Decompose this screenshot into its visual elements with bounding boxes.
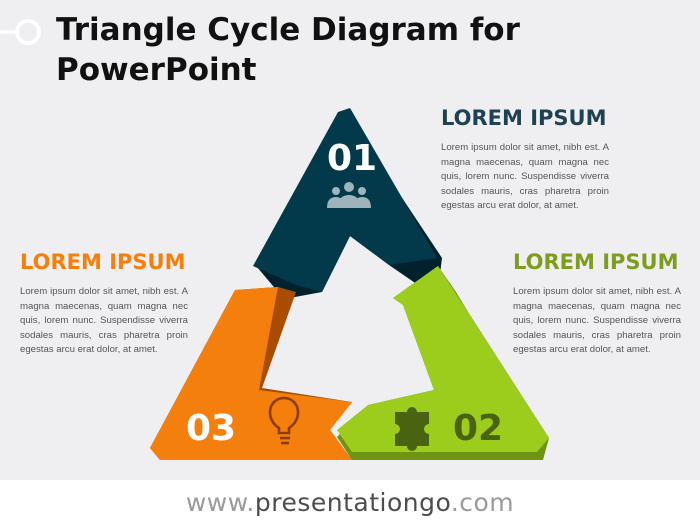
cycle-arrow-03: 03 [150,287,352,460]
step-number-02: 02 [453,408,503,449]
block-text-03: Lorem ipsum dolor sit amet, nibh est. A … [20,286,188,355]
block-heading-01: LOREM IPSUM [441,106,607,130]
block-heading-03: LOREM IPSUM [20,250,186,274]
footer-domain: presentationgo [254,488,451,517]
cycle-arrow-01: 01 [253,108,442,299]
step-number-03: 03 [186,408,236,449]
block-heading-02: LOREM IPSUM [513,250,679,274]
ring-connector-icon [0,19,41,45]
footer-website: www.presentationgo.com [0,480,700,525]
block-text-02: Lorem ipsum dolor sit amet, nibh est. A … [513,286,681,355]
puzzle-piece-icon [395,407,429,451]
text-block-02: LOREM IPSUM Lorem ipsum dolor sit amet, … [513,249,681,358]
slide-background [0,0,700,480]
cycle-arrow-02: 02 [337,266,549,460]
triangle-cycle-diagram: 01 02 03 [150,108,549,460]
footer-prefix: www. [185,488,255,517]
footer-suffix: .com [450,488,515,517]
step-number-01: 01 [327,138,377,179]
slide-title: Triangle Cycle Diagram for PowerPoint [56,12,520,88]
lightbulb-icon [268,396,300,445]
text-block-03: LOREM IPSUM Lorem ipsum dolor sit amet, … [20,249,188,358]
text-block-01: LOREM IPSUM Lorem ipsum dolor sit amet, … [441,105,609,214]
block-text-01: Lorem ipsum dolor sit amet, nibh est. A … [441,142,609,211]
people-group-icon [327,182,371,208]
